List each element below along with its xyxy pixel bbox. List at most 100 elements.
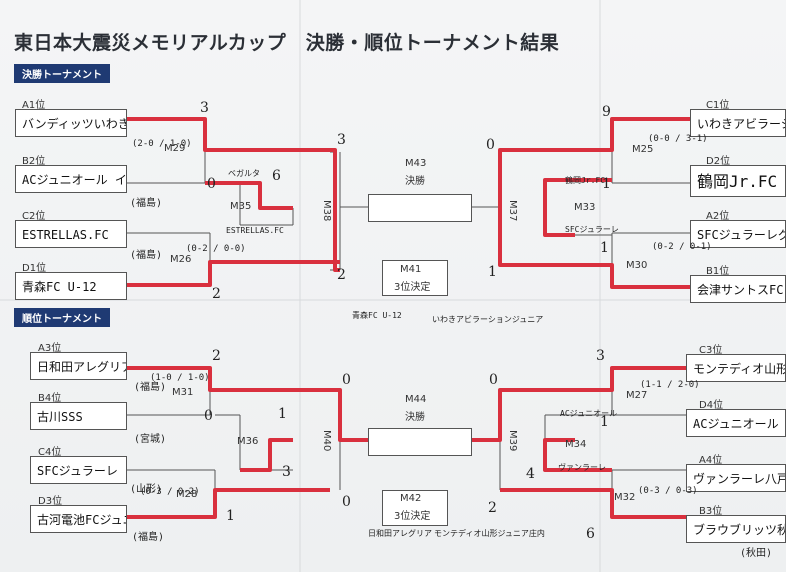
- score-mark: 0: [204, 408, 213, 424]
- match-code: M29: [164, 143, 186, 154]
- score-mark: 4: [526, 466, 535, 482]
- seed-label: B3位: [699, 506, 723, 517]
- score-mark: 0: [207, 176, 216, 192]
- third-match-code: M42: [400, 493, 422, 504]
- seed-label: D3位: [38, 496, 63, 507]
- final-match-label: 決勝: [405, 412, 425, 423]
- team-note: ベガルタ: [228, 169, 260, 178]
- match-code: M39: [507, 430, 518, 452]
- region-note: (福島): [132, 532, 165, 543]
- score-note: (2-0 / 1-0): [132, 139, 192, 149]
- score-note: (0-3 / 0-3): [638, 486, 698, 496]
- seed-label: C3位: [699, 345, 723, 356]
- poster-title: 東日本大震災メモリアルカップ 決勝・順位トーナメント結果: [14, 32, 560, 54]
- final-match-code: M43: [405, 158, 427, 169]
- team-box: ESTRELLAS.FC: [15, 220, 127, 248]
- seed-label: A3位: [38, 343, 62, 354]
- seed-label: A2位: [706, 211, 730, 222]
- team-box: ACジュニオール イエロー: [15, 165, 127, 193]
- score-mark: 2: [212, 348, 221, 364]
- score-mark: 3: [337, 132, 346, 148]
- score-mark: 3: [282, 464, 291, 480]
- score-mark: 1: [600, 414, 609, 430]
- score-note: (0-0 / 3-1): [648, 134, 708, 144]
- match-code: M38: [321, 200, 332, 222]
- score-mark: 1: [278, 406, 287, 422]
- seed-label: A4位: [699, 455, 723, 466]
- seed-label: A1位: [22, 100, 46, 111]
- match-code: M35: [230, 201, 252, 212]
- score-mark: 0: [489, 372, 498, 388]
- seed-label: B2位: [22, 156, 46, 167]
- score-mark: 1: [602, 176, 611, 192]
- team-note: SFCジュラーレ: [565, 225, 619, 234]
- final-match-label: 決勝: [405, 176, 425, 187]
- third-place-box: [382, 260, 448, 296]
- final-result-box: [368, 428, 472, 456]
- team-box: 古河電池FCジュニア: [30, 505, 127, 533]
- team-note: モンテディオ山形ジュニア庄内: [434, 529, 545, 538]
- score-note: (1-0 / 1-0): [150, 373, 210, 383]
- team-box: ACジュニオール ブル: [686, 409, 786, 437]
- region-note: (秋田): [740, 548, 773, 559]
- seed-label: C2位: [22, 211, 46, 222]
- team-note: いわきアビラーションジュニア: [432, 315, 544, 324]
- score-mark: 2: [337, 267, 346, 283]
- team-box: 会津サントスFC: [690, 275, 786, 303]
- score-mark: 1: [488, 264, 497, 280]
- seed-label: D2位: [706, 156, 731, 167]
- score-note: (0-2 / 0-1): [652, 242, 712, 252]
- region-note: (宮城): [134, 434, 167, 445]
- match-code: M28: [176, 489, 198, 500]
- seed-label: C1位: [706, 100, 730, 111]
- match-code: M37: [507, 200, 518, 222]
- seed-label: D1位: [22, 263, 47, 274]
- region-note: (福島): [130, 250, 163, 261]
- score-mark: 3: [200, 100, 209, 116]
- region-note: (福島): [130, 198, 163, 209]
- score-mark: 3: [596, 348, 605, 364]
- match-code: M40: [321, 430, 332, 452]
- seed-label: D4位: [699, 400, 724, 411]
- match-code: M27: [626, 390, 648, 401]
- score-mark: 0: [342, 372, 351, 388]
- team-box: SFCジュラーレ ブルー: [30, 456, 127, 484]
- team-box: モンテディオ山形ジュニア: [686, 354, 786, 382]
- team-note: 鶴岡Jr.FC: [565, 176, 606, 185]
- third-match-label: 3位決定: [394, 511, 431, 522]
- team-box: いわきアビラーション: [690, 109, 786, 137]
- team-box: 鶴岡Jr.FC: [690, 165, 786, 197]
- team-note: ACジュニオール: [560, 409, 618, 418]
- score-note: (1-1 / 2-0): [640, 380, 700, 390]
- team-box: 日和田アレグリア: [30, 352, 127, 380]
- score-mark: 6: [272, 168, 281, 184]
- score-note: (0-3 / 0-2): [140, 487, 200, 497]
- final-section-tag: 決勝トーナメント: [14, 64, 110, 83]
- final-match-code: M44: [405, 394, 427, 405]
- region-note: (福島): [134, 382, 167, 393]
- score-mark: 1: [226, 508, 235, 524]
- seed-label: C4位: [38, 447, 62, 458]
- team-note: ESTRELLAS.FC: [226, 226, 284, 235]
- score-mark: 2: [212, 286, 221, 302]
- match-code: M36: [237, 436, 259, 447]
- match-code: M31: [172, 387, 194, 398]
- score-mark: 2: [488, 500, 497, 516]
- team-note: 日和田アレグリア: [368, 529, 432, 538]
- match-code: M32: [614, 492, 636, 503]
- seed-label: B1位: [706, 266, 730, 277]
- team-box: ブラウブリッツ秋田 U-: [686, 515, 786, 543]
- match-code: M30: [626, 260, 648, 271]
- team-note: ヴァンラーレ: [558, 463, 606, 472]
- third-place-box: [382, 490, 448, 526]
- score-mark: 6: [586, 526, 595, 542]
- score-mark: 0: [342, 494, 351, 510]
- team-box: 青森FC U-12: [15, 272, 127, 300]
- match-code: M33: [574, 202, 596, 213]
- match-code: M25: [632, 144, 654, 155]
- score-note: (0-2 / 0-0): [186, 244, 246, 254]
- score-mark: 1: [600, 240, 609, 256]
- team-box: バンディッツいわきジュニア: [15, 109, 127, 137]
